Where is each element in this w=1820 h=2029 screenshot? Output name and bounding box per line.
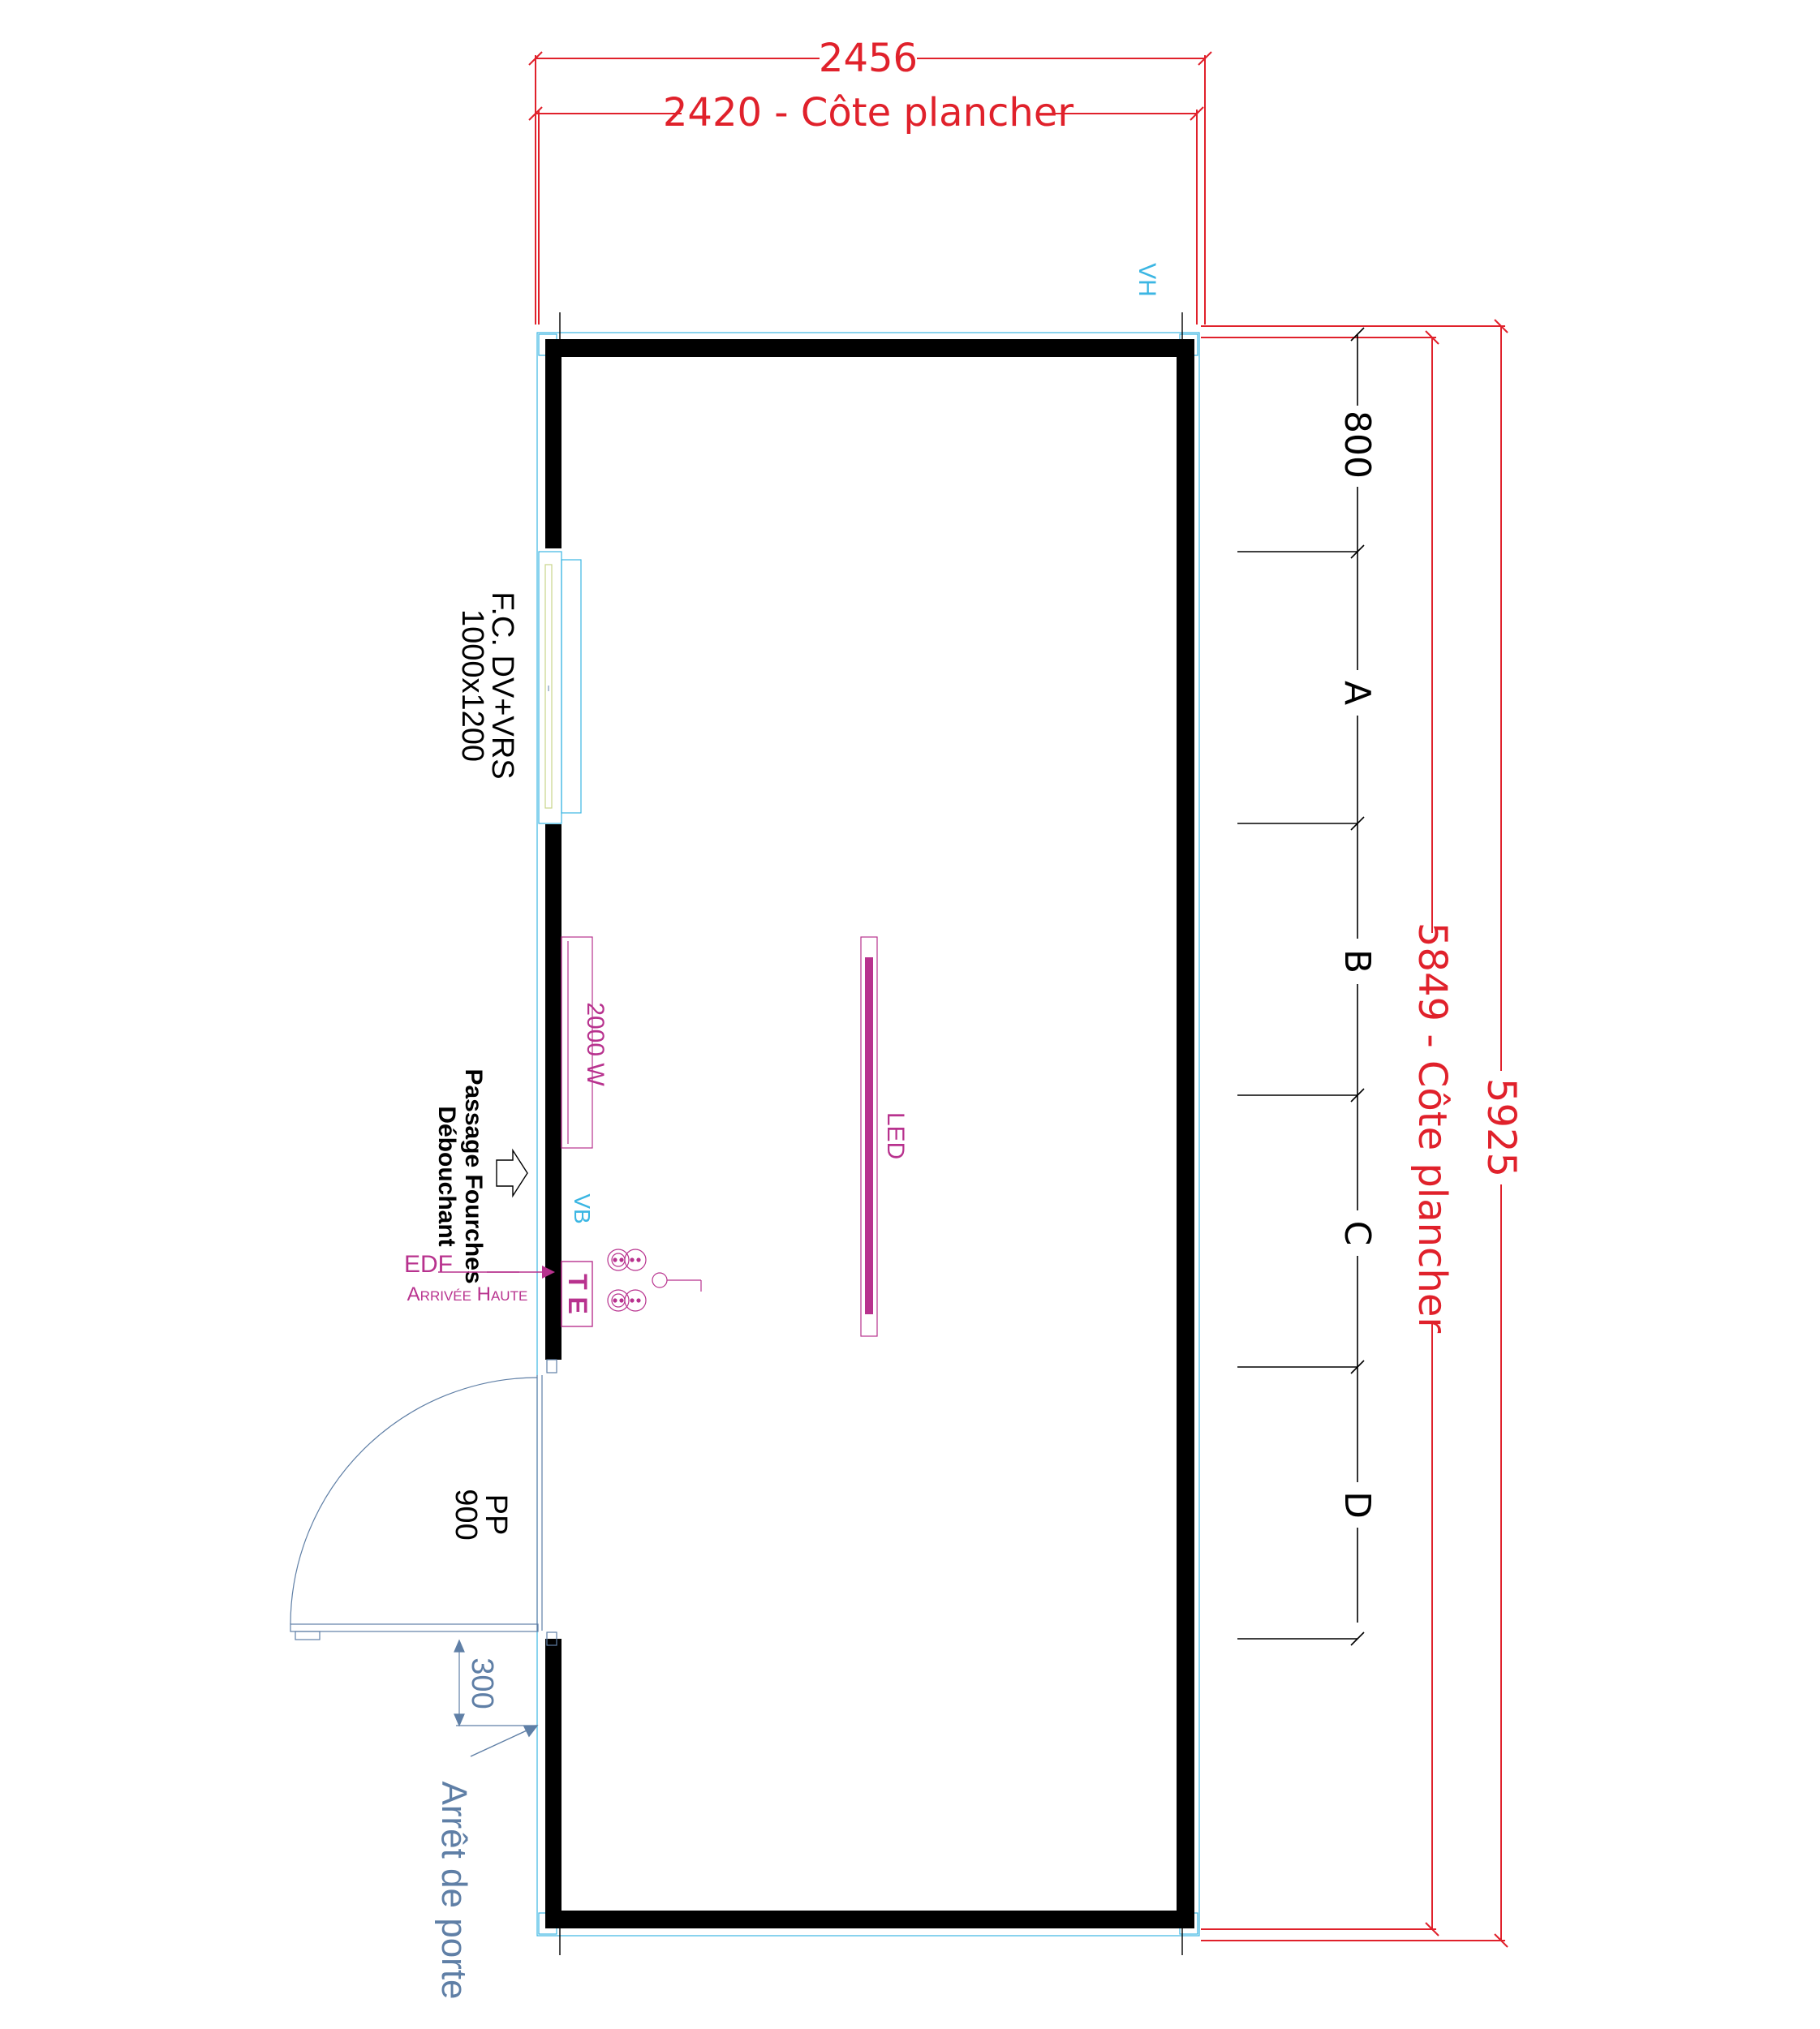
edf-label: EDF: [404, 1251, 453, 1278]
section-label-d: D: [1336, 1491, 1378, 1519]
socket-icon: [624, 1249, 647, 1312]
section-letters: A B C D: [1336, 670, 1378, 1528]
wall-left-top: [545, 339, 561, 548]
door-stop-label: Arrêt de porte: [434, 1781, 474, 1999]
floor-length-label: 5849 - Côte plancher: [1409, 922, 1455, 1333]
door-swing-arc: [290, 1377, 538, 1625]
forks-label-line1: Passage Fourches: [460, 1068, 487, 1283]
window: [538, 551, 582, 824]
walls: [545, 339, 1194, 1928]
socket-icon: [607, 1249, 630, 1312]
te-label: T E: [563, 1274, 592, 1314]
door: [290, 1359, 557, 1646]
wall-right: [1177, 339, 1194, 1928]
section-label-a: A: [1336, 681, 1378, 705]
right-dimensions: [1201, 319, 1508, 1948]
wall-left-bottom: [545, 1639, 561, 1928]
segment-800-label: 800: [1336, 411, 1378, 479]
forks-label-line2: Débouchant: [433, 1106, 460, 1246]
led-label: LED: [882, 1112, 909, 1159]
heater: [561, 936, 593, 1149]
led-light: [860, 936, 878, 1337]
wall-top: [545, 339, 1194, 357]
vh-label: VH: [1134, 263, 1160, 297]
edf-sub-label: Arrivée Haute: [407, 1283, 528, 1305]
door-stop-arrow-icon: [470, 1725, 539, 1757]
forks-arrow-icon: [496, 1148, 528, 1198]
section-label-c: C: [1336, 1221, 1378, 1246]
door-offset-dimension: [454, 1639, 537, 1727]
window-label-line1: F.C. DV+VRS: [485, 591, 519, 779]
section-label-b: B: [1336, 949, 1378, 974]
switch-icon: [652, 1272, 702, 1292]
overall-length-label: 5925: [1478, 1078, 1524, 1177]
section-lines: [1237, 327, 1365, 1646]
wall-left-middle: [545, 824, 561, 1360]
heater-label: 2000 W: [582, 1002, 609, 1086]
door-offset-label: 300: [465, 1657, 499, 1709]
floor-width-label: 2420 - Côte plancher: [663, 90, 1073, 135]
edf-arrow-icon: [438, 1266, 555, 1279]
overall-width-label: 2456: [819, 36, 918, 81]
wall-bottom: [545, 1911, 1194, 1928]
vb-label: VB: [570, 1193, 595, 1223]
window-label-line2: 1000x1200: [455, 609, 489, 762]
door-label-line1: PP: [479, 1494, 513, 1536]
door-label-line2: 900: [449, 1489, 483, 1540]
electrical-panel: [561, 1261, 593, 1327]
door-leaf: [290, 1623, 539, 1632]
